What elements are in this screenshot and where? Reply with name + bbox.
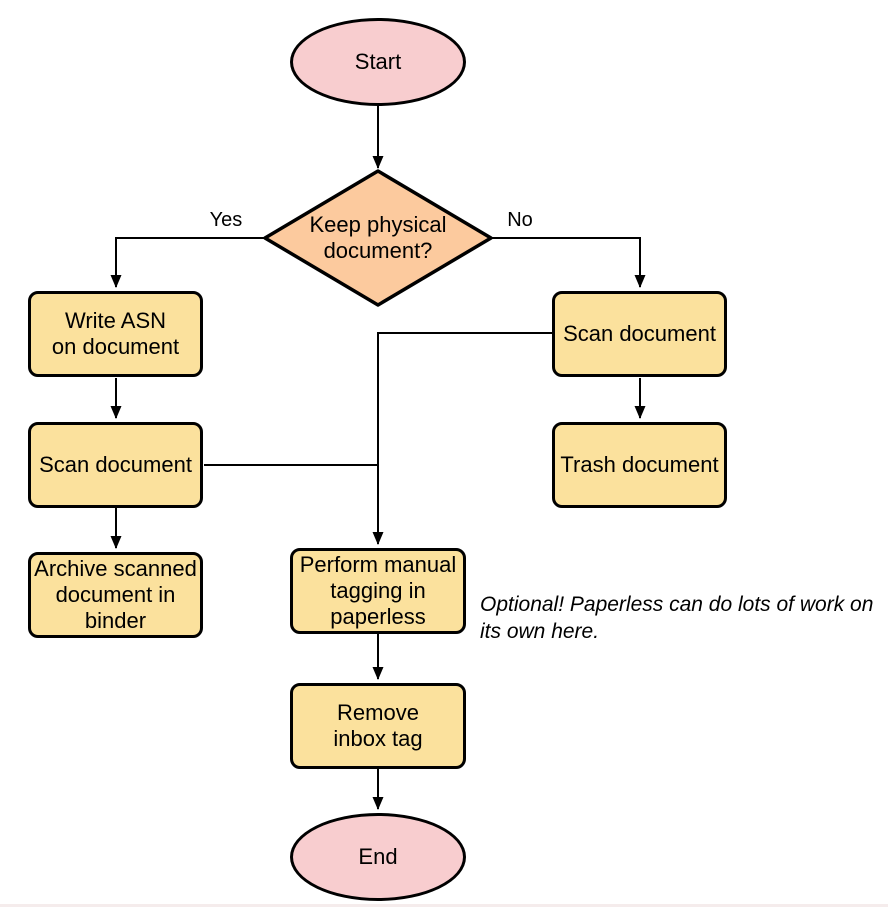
node-label: Archive scanned document in binder <box>34 556 197 633</box>
node-scan-document-left: Scan document <box>28 422 203 508</box>
decision-diamond-shape <box>263 169 493 307</box>
node-write-asn-on-document: Write ASN on document <box>28 291 203 377</box>
edge-decision-to-scan-right <box>491 237 646 288</box>
node-label: Perform manual tagging in paperless <box>299 552 457 629</box>
node-decision-keep-physical-document: Keep physical document? <box>278 171 478 305</box>
edge-label-yes: Yes <box>209 209 243 231</box>
node-start: Start <box>290 18 466 106</box>
node-label: Start <box>354 49 402 74</box>
node-label: Trash document <box>560 452 719 477</box>
edge-scan-right-to-tagging <box>372 332 553 545</box>
node-end: End <box>290 813 466 901</box>
node-label: Scan document <box>39 452 192 477</box>
node-label: Scan document <box>563 321 716 346</box>
node-label: Keep physical document? <box>309 212 447 263</box>
bottom-edge-line <box>0 904 888 907</box>
node-perform-manual-tagging: Perform manual tagging in paperless <box>290 548 466 634</box>
node-trash-document: Trash document <box>552 422 727 508</box>
edge-decision-to-write-asn <box>110 237 265 288</box>
node-label: Write ASN on document <box>51 308 180 359</box>
edge-label-no: No <box>507 209 533 231</box>
node-label: End <box>358 844 398 869</box>
node-remove-inbox-tag: Remove inbox tag <box>290 683 466 769</box>
note-text: Optional! Paperless can do lots of work … <box>480 593 874 643</box>
node-scan-document-right: Scan document <box>552 291 727 377</box>
node-label: Remove inbox tag <box>333 700 423 751</box>
node-archive-scanned-document: Archive scanned document in binder <box>28 552 203 638</box>
